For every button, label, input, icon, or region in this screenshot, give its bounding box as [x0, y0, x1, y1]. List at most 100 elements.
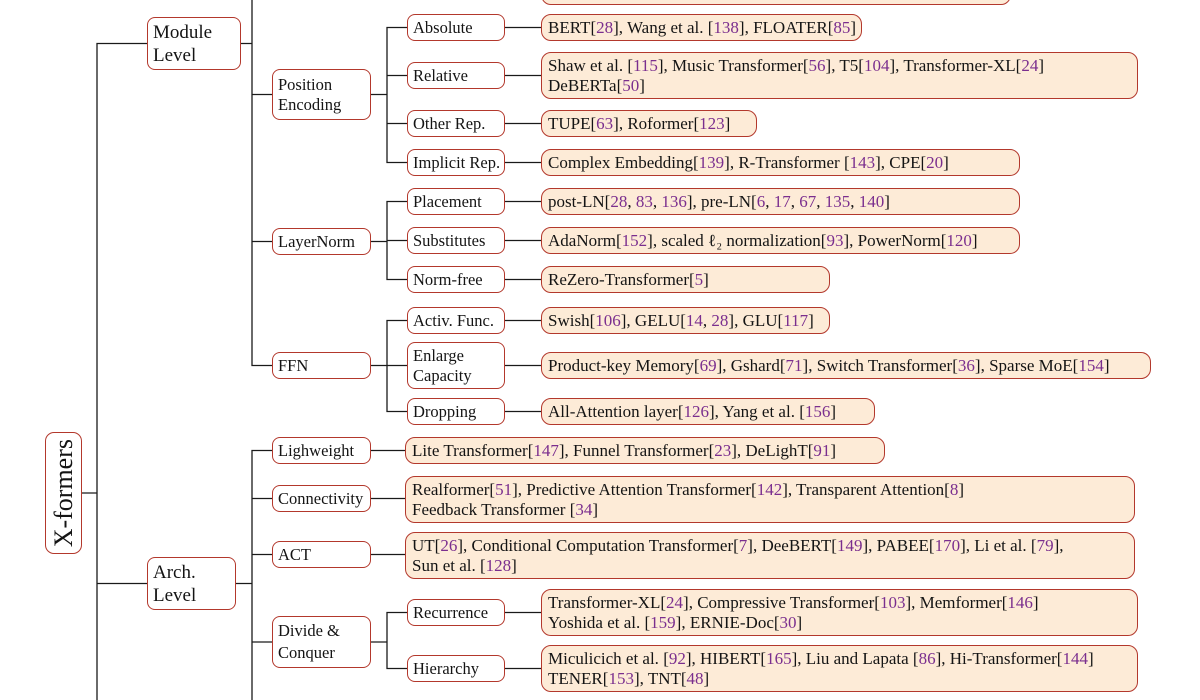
reference-line: AdaNorm[152], scaled ℓ₂ normalization[93… [548, 230, 978, 250]
subcategory-node-layernorm: LayerNorm [272, 228, 371, 255]
reference-line: Realformer[51], Predictive Attention Tra… [412, 479, 965, 499]
citation-link[interactable]: 71 [785, 355, 803, 375]
subcategory-node-act: ACT [272, 541, 371, 568]
citation-link[interactable]: 123 [699, 113, 725, 133]
subcategory-label-line: ACT [278, 544, 311, 564]
subcategory-label-line: LayerNorm [278, 231, 355, 251]
method-label: Activ. Func. [413, 310, 494, 330]
citation-link[interactable]: 67 [799, 191, 817, 211]
citation-link[interactable]: 63 [596, 113, 614, 133]
subcategory-node-connectivity: Connectivity [272, 485, 371, 512]
method-label: Capacity [413, 365, 472, 385]
citation-link[interactable]: 117 [783, 310, 809, 330]
citation-link[interactable]: 149 [836, 535, 863, 555]
citation-link[interactable]: 14 [685, 310, 703, 330]
reference-box-hierarchy: Miculicich et al. [92], HIBERT[165], Liu… [541, 645, 1138, 692]
reference-line: post-LN[28, 83, 136], pre-LN[6, 17, 67, … [548, 191, 890, 211]
reference-box-connectivity: Realformer[51], Predictive Attention Tra… [405, 476, 1135, 523]
citation-link[interactable]: 153 [608, 668, 634, 688]
citation-link[interactable]: 135 [824, 191, 851, 211]
citation-link[interactable]: 143 [849, 152, 876, 172]
citation-link[interactable]: 50 [622, 75, 640, 95]
reference-box-absolute: BERT[28], Wang et al. [138], FLOATER[85] [541, 14, 862, 41]
citation-link[interactable]: 138 [713, 17, 739, 37]
subcategory-label-line: Conquer [278, 643, 335, 662]
citation-link[interactable]: 6 [756, 191, 766, 211]
reference-line: Shaw et al. [115], Music Transformer[56]… [548, 55, 1045, 75]
category-label-line: Arch. [153, 561, 196, 583]
citation-link[interactable]: 86 [918, 648, 936, 668]
citation-link[interactable]: 165 [766, 648, 792, 668]
citation-link[interactable]: 144 [1062, 648, 1088, 668]
citation-link[interactable]: 170 [934, 535, 961, 555]
reference-box-enlarge-capacity: Product-key Memory[69], Gshard[71], Swit… [541, 352, 1151, 379]
citation-link[interactable]: 159 [650, 612, 676, 632]
citation-link[interactable]: 85 [833, 17, 851, 37]
method-label: Implicit Rep. [413, 152, 501, 172]
citation-link[interactable]: 28 [711, 310, 729, 330]
citation-link[interactable]: 120 [946, 230, 972, 250]
citation-link[interactable]: 147 [533, 440, 559, 460]
citation-link[interactable]: 23 [714, 440, 732, 460]
method-node-hierarchy: Hierarchy [407, 655, 505, 682]
root-connector [81, 42, 148, 700]
citation-link[interactable]: 104 [863, 55, 890, 75]
citation-link[interactable]: 7 [738, 535, 748, 555]
citation-link[interactable]: 24 [666, 592, 684, 612]
citation-link[interactable]: 56 [808, 55, 826, 75]
subcategory-label-line: Divide & [278, 621, 340, 640]
citation-link[interactable]: 92 [668, 648, 686, 668]
citation-link[interactable]: 36 [957, 355, 975, 375]
citation-link[interactable]: 115 [633, 55, 658, 75]
citation-link[interactable]: 69 [699, 355, 717, 375]
citation-link[interactable]: 103 [879, 592, 906, 612]
citation-link[interactable]: 152 [621, 230, 648, 250]
reference-line: All-Attention layer[126], Yang et al. [1… [548, 401, 837, 421]
citation-link[interactable]: 154 [1078, 355, 1104, 375]
citation-link[interactable]: 128 [485, 555, 512, 575]
citation-link[interactable]: 93 [826, 230, 844, 250]
reference-line: DeBERTa[50] [548, 75, 645, 95]
reference-line: Complex Embedding[139], R-Transformer [1… [548, 152, 949, 172]
citation-link[interactable]: 106 [595, 310, 621, 330]
citation-link[interactable]: 136 [661, 191, 687, 211]
citation-link[interactable]: 140 [858, 191, 885, 211]
reference-line: Lite Transformer[147], Funnel Transforme… [412, 440, 837, 460]
method-label: Enlarge [413, 345, 465, 365]
reference-line: Product-key Memory[69], Gshard[71], Swit… [548, 355, 1110, 375]
citation-link[interactable]: 5 [694, 269, 704, 289]
reference-line: TENER[153], TNT[48] [548, 668, 710, 688]
subcategory-node-position-encoding: Position Encoding [272, 69, 371, 120]
reference-line: Yoshida et al. [159], ERNIE-Doc[30] [548, 612, 803, 632]
citation-link[interactable]: 156 [804, 401, 831, 421]
method-node-absolute: Absolute [407, 14, 505, 41]
category-label-line: Level [153, 44, 197, 66]
citation-link[interactable]: 91 [813, 440, 831, 460]
citation-link[interactable]: 83 [635, 191, 653, 211]
citation-link[interactable]: 28 [610, 191, 628, 211]
citation-link[interactable]: 34 [575, 499, 593, 519]
method-label: Hierarchy [413, 658, 479, 678]
citation-link[interactable]: 28 [596, 17, 614, 37]
citation-link[interactable]: 142 [756, 479, 783, 499]
citation-link[interactable]: 79 [1036, 535, 1054, 555]
subcategory-node-ffn: FFN [272, 352, 371, 379]
subcategory-label-line: Encoding [278, 94, 342, 114]
method-node-placement: Placement [407, 188, 505, 215]
citation-link[interactable]: 17 [773, 191, 791, 211]
citation-link[interactable]: 48 [686, 668, 704, 688]
citation-link[interactable]: 20 [926, 152, 944, 172]
citation-link[interactable]: 139 [698, 152, 725, 172]
citation-link[interactable]: 51 [495, 479, 513, 499]
citation-link[interactable]: 24 [1021, 55, 1039, 75]
citation-link[interactable]: 30 [779, 612, 797, 632]
citation-link[interactable]: 8 [949, 479, 959, 499]
reference-line: UT[26], Conditional Computation Transfor… [412, 535, 1064, 555]
citation-link[interactable]: 26 [440, 535, 458, 555]
method-label: Norm-free [413, 269, 483, 289]
citation-link[interactable]: 146 [1007, 592, 1033, 612]
citation-link[interactable]: 126 [683, 401, 710, 421]
reference-box-act: UT[26], Conditional Computation Transfor… [405, 532, 1135, 579]
